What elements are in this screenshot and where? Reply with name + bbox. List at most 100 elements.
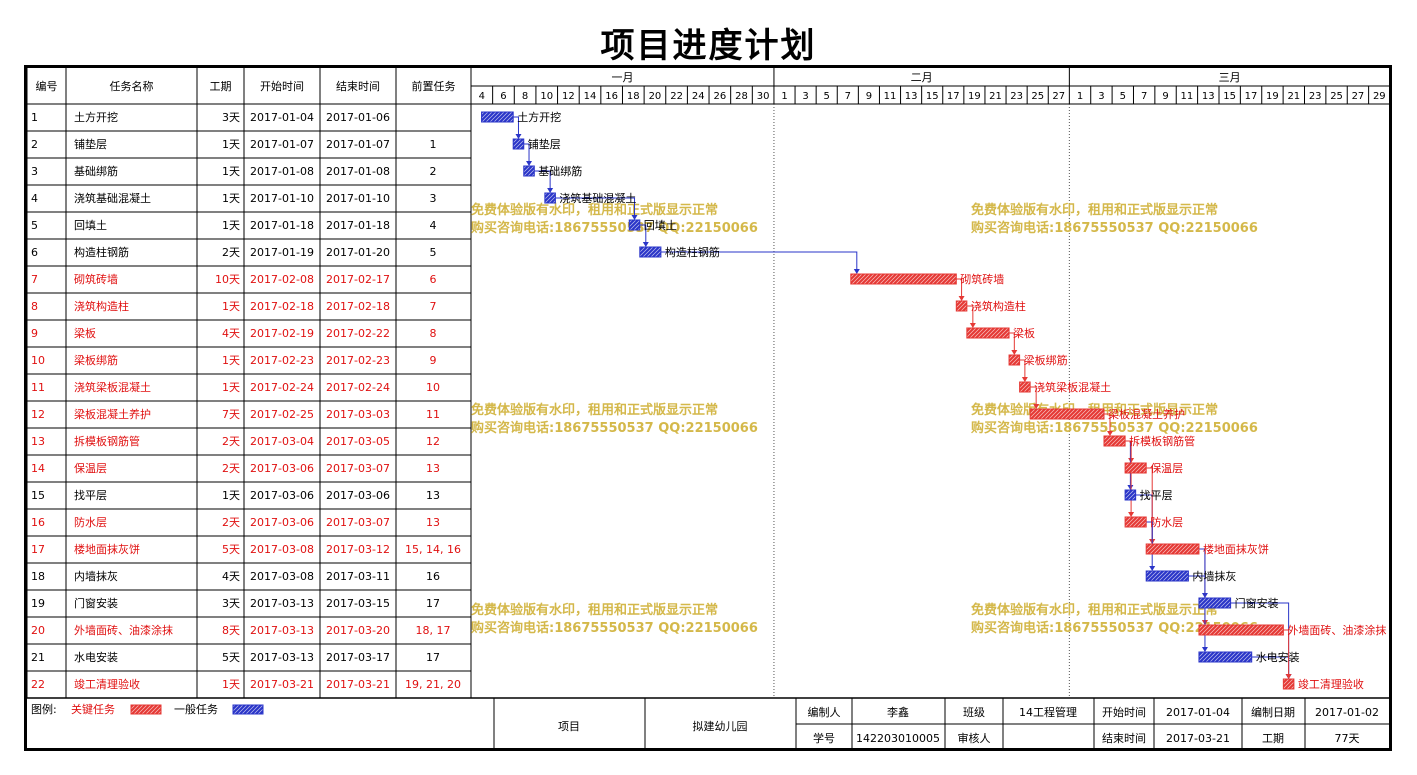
task-name: 浇筑构造柱: [74, 299, 129, 313]
day-label: 13: [905, 91, 918, 102]
task-name: 竣工清理验收: [74, 677, 140, 691]
task-name: 拆模板钢筋管: [74, 434, 140, 448]
task-id: 3: [31, 165, 38, 178]
day-label: 5: [824, 91, 830, 102]
legend-normal-label: 一般任务: [174, 703, 218, 716]
task-predecessor: 4: [430, 219, 437, 232]
day-label: 23: [1010, 91, 1023, 102]
day-label: 11: [1181, 91, 1194, 102]
task-predecessor: 1: [430, 138, 437, 151]
column-header-end: 结束时间: [336, 80, 380, 93]
task-duration: 8天: [222, 624, 240, 637]
task-name: 找平层: [74, 488, 107, 502]
task-id: 5: [31, 219, 38, 232]
task-id: 6: [31, 246, 38, 259]
footer-editor-label: 编制人: [808, 705, 841, 719]
task-id: 19: [31, 597, 45, 610]
day-label: 28: [735, 91, 748, 102]
gantt-bar: [1124, 516, 1147, 528]
day-label: 5: [1120, 91, 1126, 102]
task-name: 门窗安装: [74, 596, 118, 610]
day-label: 7: [1141, 91, 1147, 102]
task-start: 2017-03-13: [250, 597, 314, 610]
task-end: 2017-03-07: [326, 462, 390, 475]
gantt-bar-label: 回填土: [644, 218, 677, 232]
dependency-link: [639, 224, 647, 246]
watermark-line: 购买咨询电话:18675550537 QQ:22150066: [471, 420, 758, 436]
gantt-bar: [1198, 597, 1232, 609]
dependency-link: [555, 197, 636, 219]
task-id: 2: [31, 138, 38, 151]
task-end: 2017-03-17: [326, 651, 390, 664]
gantt-bar-label: 浇筑构造柱: [971, 299, 1026, 313]
task-id: 7: [31, 273, 38, 286]
task-predecessor: 15, 14, 16: [405, 543, 461, 556]
dependency-link: [1283, 629, 1290, 678]
dependency-link: [1230, 602, 1290, 678]
footer-project-label: 项目: [558, 720, 580, 733]
watermark-line: 购买咨询电话:18675550537 QQ:22150066: [471, 620, 758, 636]
day-label: 1: [1077, 91, 1083, 102]
task-duration: 4天: [222, 327, 240, 340]
day-label: 20: [649, 91, 662, 102]
day-label: 17: [1245, 91, 1258, 102]
task-predecessor: 8: [430, 327, 437, 340]
gantt-bar: [1145, 570, 1189, 582]
footer-class-label: 班级: [963, 706, 985, 719]
watermark-line: 免费体验版有水印，租用和正式版显示正常: [471, 602, 718, 618]
task-end: 2017-03-12: [326, 543, 390, 556]
footer-class-value: 14工程管理: [1019, 705, 1077, 719]
dependency-arrow: [1033, 404, 1040, 409]
watermark-line: 购买咨询电话:18675550537 QQ:22150066: [971, 420, 1258, 436]
gantt-bar: [1124, 462, 1147, 474]
task-start: 2017-01-07: [250, 138, 314, 151]
footer-sid-value: 142203010005: [856, 732, 940, 745]
task-end: 2017-02-24: [326, 381, 390, 394]
task-predecessor: 12: [426, 435, 440, 448]
gantt-bar-label: 基础绑筋: [538, 164, 582, 178]
gantt-bar: [1103, 435, 1126, 447]
task-predecessor: 3: [430, 192, 437, 205]
gantt-frame: [24, 65, 1392, 751]
task-name: 基础绑筋: [74, 164, 118, 178]
month-label: 一月: [611, 71, 633, 84]
day-label: 19: [968, 91, 981, 102]
dependency-link: [523, 143, 530, 165]
task-predecessor: 9: [430, 354, 437, 367]
day-label: 11: [884, 91, 897, 102]
dependency-arrow: [642, 242, 649, 247]
gantt-bar: [1198, 624, 1284, 636]
gantt-bar: [1008, 354, 1021, 366]
task-duration: 1天: [222, 192, 240, 205]
task-id: 18: [31, 570, 45, 583]
gantt-bar-label: 内墙抹灰: [1192, 569, 1236, 583]
gantt-bar: [1019, 381, 1031, 393]
task-predecessor: 2: [430, 165, 437, 178]
task-id: 15: [31, 489, 45, 502]
task-duration: 5天: [222, 651, 240, 664]
task-start: 2017-02-24: [250, 381, 314, 394]
task-name: 土方开挖: [74, 110, 118, 124]
task-end: 2017-03-15: [326, 597, 390, 610]
day-label: 3: [1098, 91, 1104, 102]
watermark-line: 免费体验版有水印，租用和正式版显示正常: [971, 202, 1218, 218]
dependency-link: [966, 305, 974, 327]
gantt-bar-label: 梁板绑筋: [1024, 353, 1068, 367]
task-duration: 5天: [222, 543, 240, 556]
gantt-bar: [955, 300, 968, 312]
task-start: 2017-03-08: [250, 543, 314, 556]
task-name: 内墙抹灰: [74, 569, 118, 583]
day-label: 24: [692, 91, 705, 102]
task-start: 2017-02-19: [250, 327, 314, 340]
watermark-line: 购买咨询电话:18675550537 QQ:22150066: [471, 220, 758, 236]
dependency-link: [513, 116, 519, 138]
task-name: 铺垫层: [74, 137, 107, 151]
task-end: 2017-03-06: [326, 489, 390, 502]
gantt-bar-label: 梁板: [1013, 326, 1035, 340]
task-end: 2017-03-20: [326, 624, 390, 637]
dependency-arrow: [1011, 350, 1018, 355]
watermark-line: 购买咨询电话:18675550537 QQ:22150066: [971, 220, 1258, 236]
task-end: 2017-03-05: [326, 435, 390, 448]
gantt-bar-label: 保温层: [1150, 461, 1183, 475]
